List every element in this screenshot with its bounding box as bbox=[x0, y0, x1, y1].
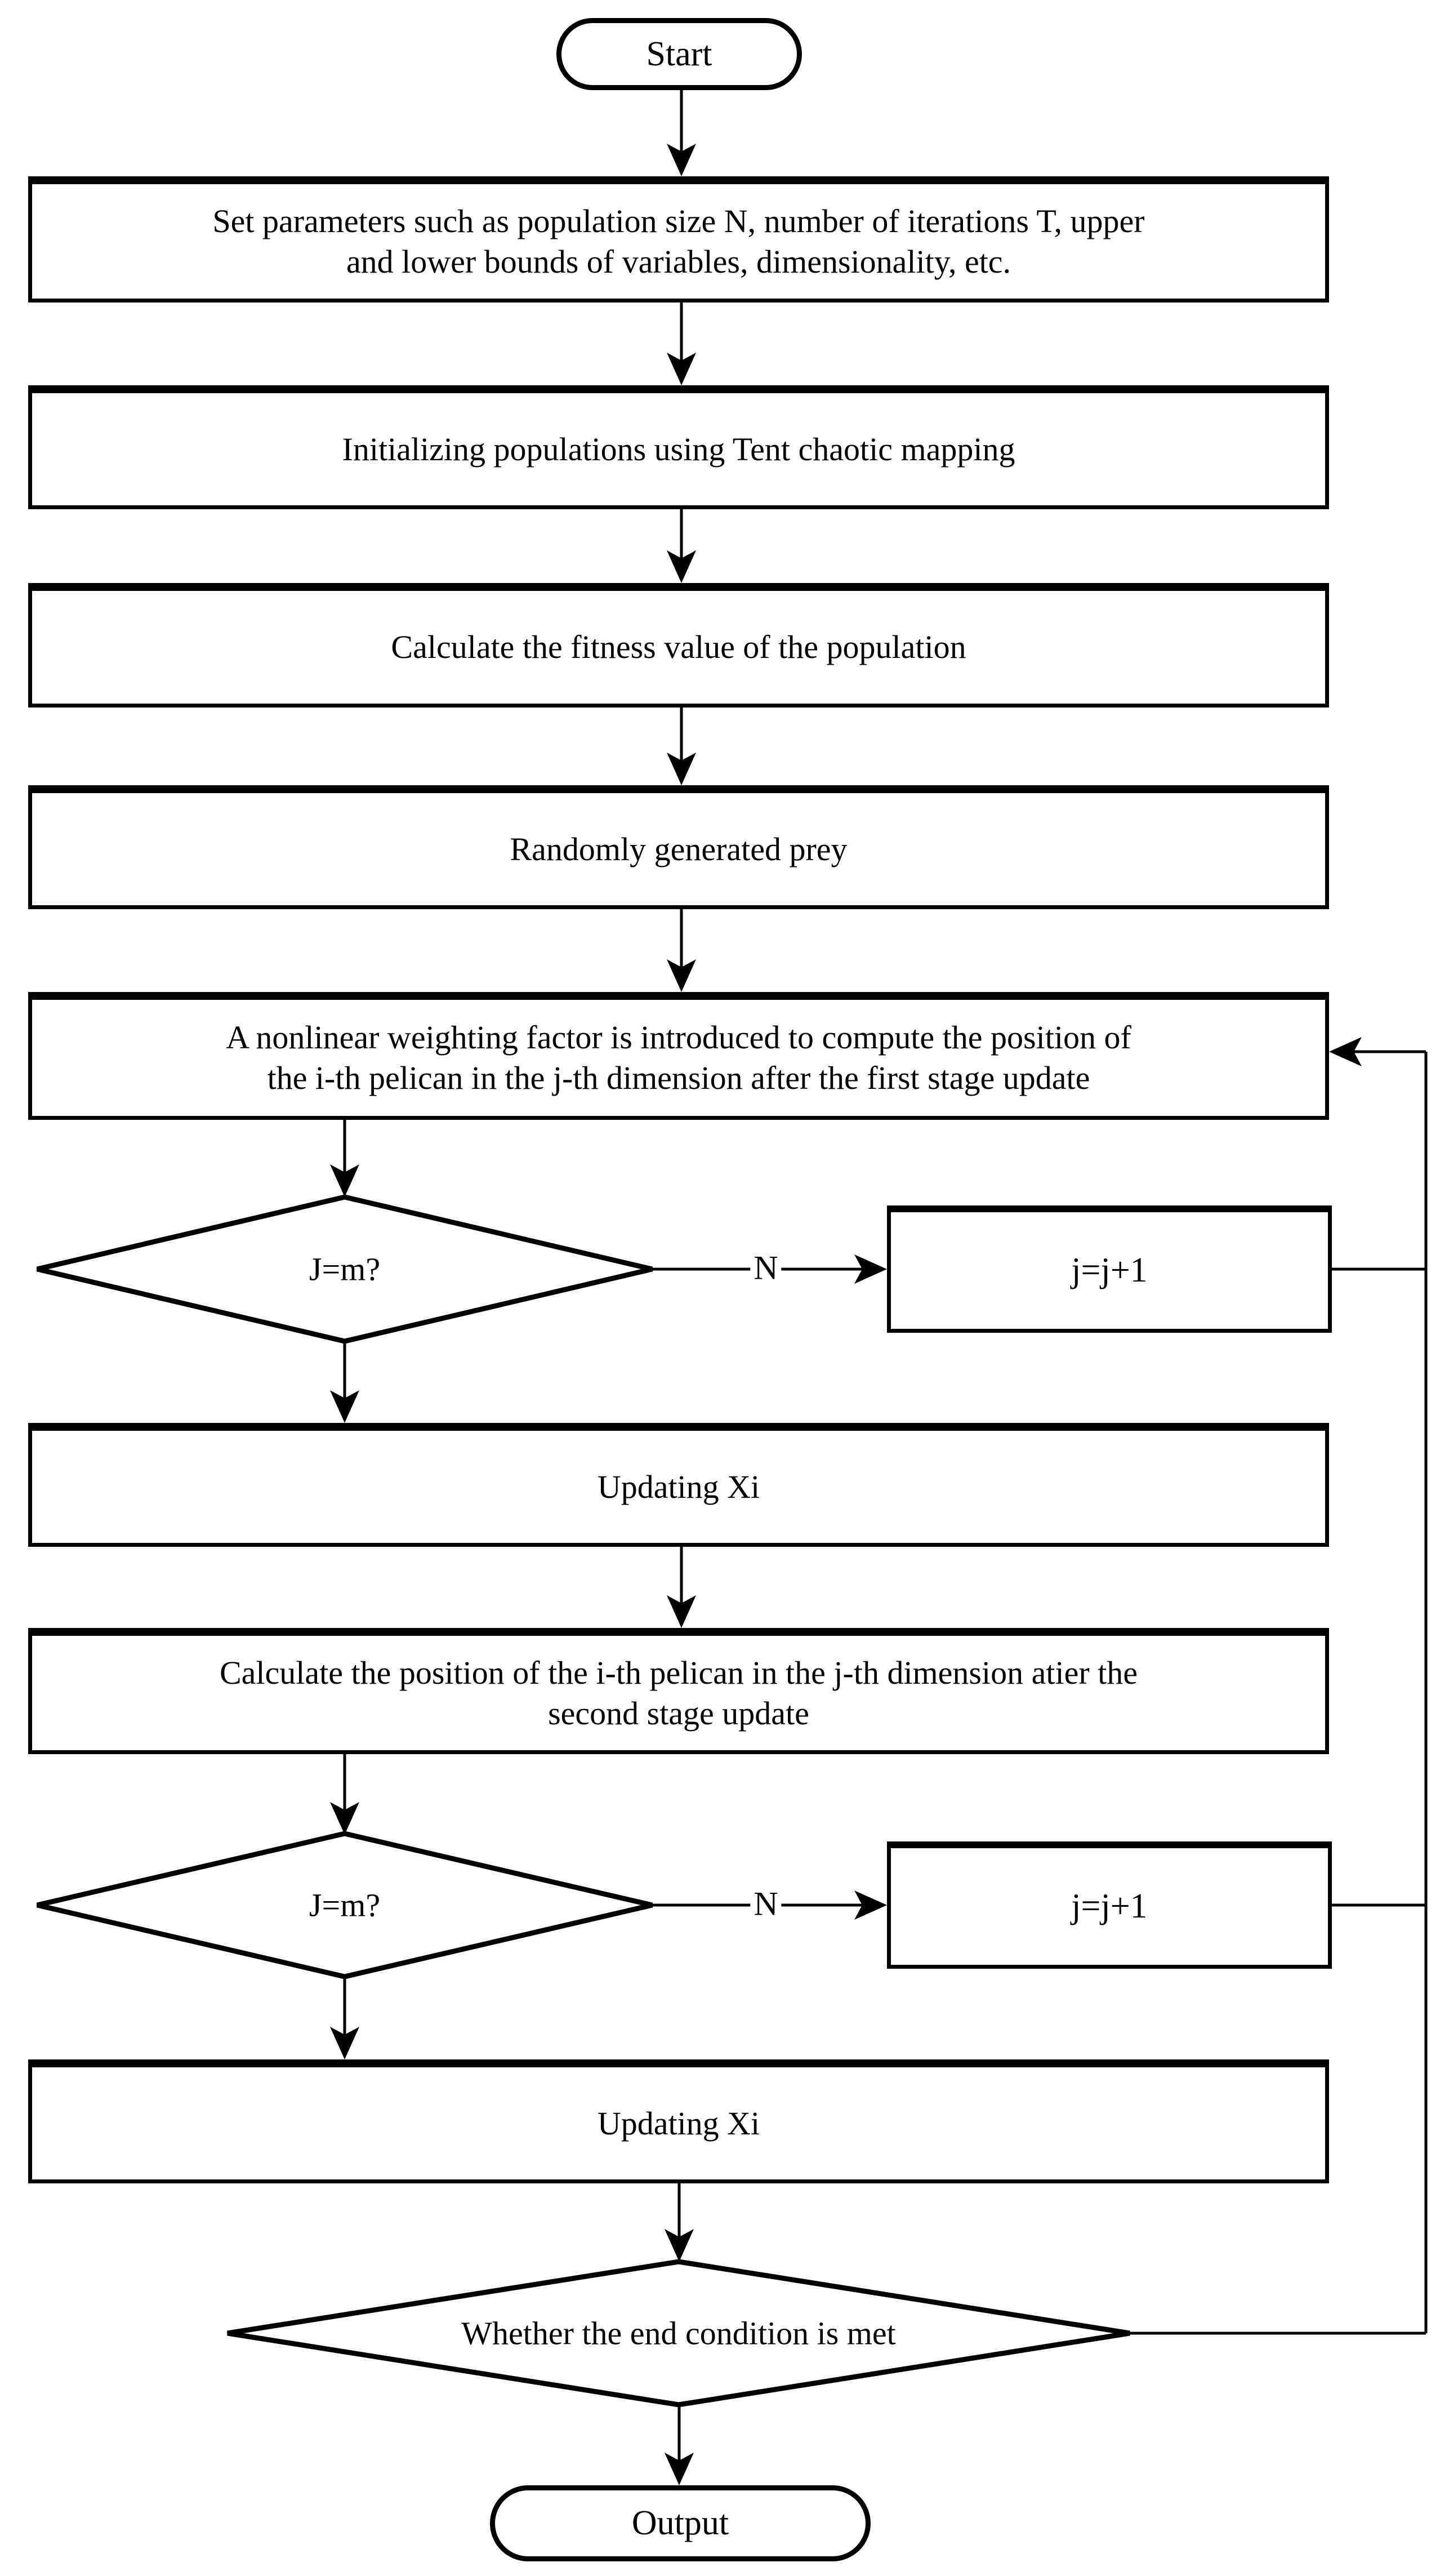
j-equals-m-decision-2-shape bbox=[36, 1831, 653, 1979]
increment-j-1-text: j=j+1 bbox=[1071, 1251, 1148, 1290]
increment-j-box-2: j=j+1 bbox=[887, 1841, 1332, 1969]
end-condition-decision-label: Whether the end condition is met bbox=[461, 2315, 896, 2352]
first-stage-update-text: A nonlinear weighting factor is introduc… bbox=[226, 1019, 1131, 1096]
j-equals-m-decision-2-label: J=m? bbox=[309, 1887, 381, 1924]
end-condition-decision-shape bbox=[227, 2259, 1130, 2408]
init-population-step: Initializing populations using Tent chao… bbox=[28, 385, 1329, 509]
init-population-text: Initializing populations using Tent chao… bbox=[342, 430, 1015, 468]
arrowheads bbox=[330, 144, 1362, 2485]
fitness-step: Calculate the fitness value of the popul… bbox=[28, 583, 1329, 708]
n-branch-label-2: N bbox=[750, 1884, 782, 1924]
updating-xi-step-1: Updating Xi bbox=[28, 1423, 1329, 1547]
random-prey-step: Randomly generated prey bbox=[28, 785, 1329, 909]
n-branch-label-1: N bbox=[750, 1248, 782, 1288]
fitness-text: Calculate the fitness value of the popul… bbox=[391, 629, 966, 666]
j-equals-m-decision-1-shape bbox=[36, 1194, 653, 1344]
start-label: Start bbox=[646, 34, 712, 73]
output-terminator: Output bbox=[490, 2485, 871, 2561]
start-terminator: Start bbox=[556, 18, 802, 90]
j-equals-m-decision-1-label: J=m? bbox=[309, 1251, 381, 1288]
first-stage-update-step: A nonlinear weighting factor is introduc… bbox=[28, 992, 1329, 1120]
increment-j-box-1: j=j+1 bbox=[887, 1205, 1332, 1333]
updating-xi-step-2: Updating Xi bbox=[28, 2059, 1329, 2183]
set-parameters-step: Set parameters such as population size N… bbox=[28, 176, 1329, 302]
updating-xi-2-text: Updating Xi bbox=[597, 2105, 760, 2142]
second-stage-update-step: Calculate the position of the i-th pelic… bbox=[28, 1628, 1329, 1754]
second-stage-update-text: Calculate the position of the i-th pelic… bbox=[219, 1654, 1138, 1732]
set-parameters-text: Set parameters such as population size N… bbox=[212, 202, 1145, 280]
increment-j-2-text: j=j+1 bbox=[1071, 1887, 1148, 1926]
output-label: Output bbox=[631, 2504, 729, 2542]
random-prey-text: Randomly generated prey bbox=[510, 830, 848, 867]
updating-xi-1-text: Updating Xi bbox=[597, 1468, 760, 1505]
